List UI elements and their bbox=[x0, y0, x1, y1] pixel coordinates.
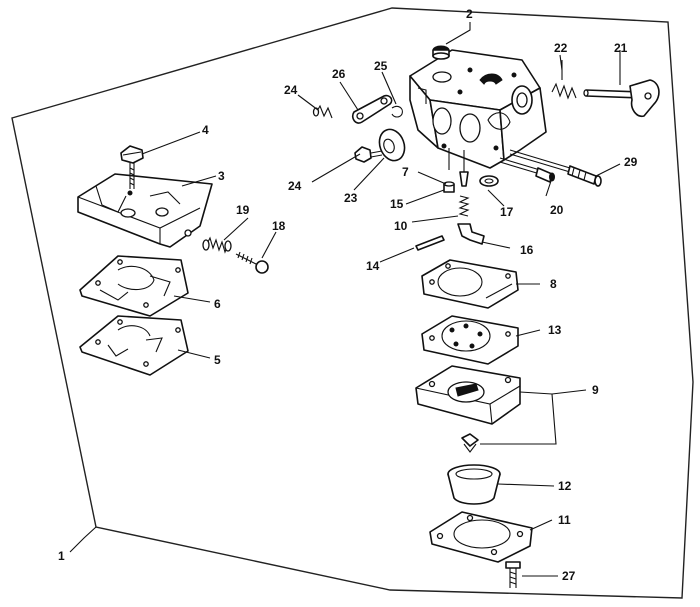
callout-17: 17 bbox=[500, 205, 514, 219]
part-25-clip bbox=[391, 105, 403, 118]
callout-22: 22 bbox=[554, 41, 568, 55]
callout-4: 4 bbox=[202, 123, 209, 137]
part-24-screw-bottom bbox=[354, 146, 383, 163]
part-7-15-10-16-stack bbox=[443, 148, 485, 245]
callout-9: 9 bbox=[592, 383, 599, 397]
part-27-screw bbox=[505, 561, 521, 588]
part-21-throttle-shaft bbox=[583, 79, 660, 118]
part-6-gasket bbox=[79, 255, 189, 317]
callout-29: 29 bbox=[624, 155, 638, 169]
part-24-spring-top bbox=[312, 104, 333, 119]
part-9-metering-cover bbox=[415, 365, 521, 425]
callout-24-bottom: 24 bbox=[288, 179, 302, 193]
callout-26: 26 bbox=[332, 67, 346, 81]
callout-14: 14 bbox=[366, 259, 380, 273]
callout-21: 21 bbox=[614, 41, 628, 55]
part-23-disc bbox=[378, 128, 406, 162]
part-20-needle bbox=[499, 157, 555, 183]
assembly-frame bbox=[11, 7, 694, 599]
callout-11: 11 bbox=[558, 513, 571, 527]
callout-3: 3 bbox=[218, 169, 225, 183]
part-8-gasket bbox=[421, 259, 519, 309]
callout-7: 7 bbox=[402, 165, 409, 179]
part-19-spring bbox=[202, 236, 232, 254]
callout-16: 16 bbox=[520, 243, 534, 257]
callout-6: 6 bbox=[214, 297, 221, 311]
part-4-screw bbox=[120, 145, 144, 189]
part-13-diaphragm bbox=[421, 315, 519, 365]
part-5-pump-diaphragm bbox=[79, 315, 189, 376]
part-14-pin bbox=[415, 235, 445, 251]
callout-24-top: 24 bbox=[284, 83, 298, 97]
callout-23: 23 bbox=[344, 191, 358, 205]
leader-lines bbox=[69, 22, 621, 577]
part-29-needle bbox=[509, 149, 602, 187]
part-11-cover-plate bbox=[429, 511, 533, 563]
callout-15: 15 bbox=[390, 197, 404, 211]
callout-13: 13 bbox=[548, 323, 562, 337]
callout-12: 12 bbox=[558, 479, 572, 493]
part-26-lever bbox=[351, 94, 393, 124]
part-17-ring bbox=[479, 175, 499, 187]
callout-18: 18 bbox=[272, 219, 286, 233]
part-9-needle-valve bbox=[461, 433, 479, 453]
part-22-spring bbox=[551, 60, 577, 100]
part-12-primer-bulb bbox=[447, 464, 501, 505]
part-3-pump-cover bbox=[77, 173, 213, 248]
callout-19: 19 bbox=[236, 203, 250, 217]
callout-25: 25 bbox=[374, 59, 388, 73]
part-18-screw bbox=[235, 251, 269, 274]
callout-8: 8 bbox=[550, 277, 557, 291]
carburetor-body bbox=[409, 49, 547, 169]
callout-27: 27 bbox=[562, 569, 576, 583]
callout-10: 10 bbox=[394, 219, 408, 233]
callout-20: 20 bbox=[550, 203, 564, 217]
callouts: 2 22 21 26 25 24 4 3 19 18 6 5 24 23 7 1… bbox=[58, 7, 638, 583]
part-2-cap bbox=[432, 45, 450, 60]
callout-2: 2 bbox=[466, 7, 473, 21]
callout-1: 1 bbox=[58, 549, 65, 563]
callout-5: 5 bbox=[214, 353, 221, 367]
